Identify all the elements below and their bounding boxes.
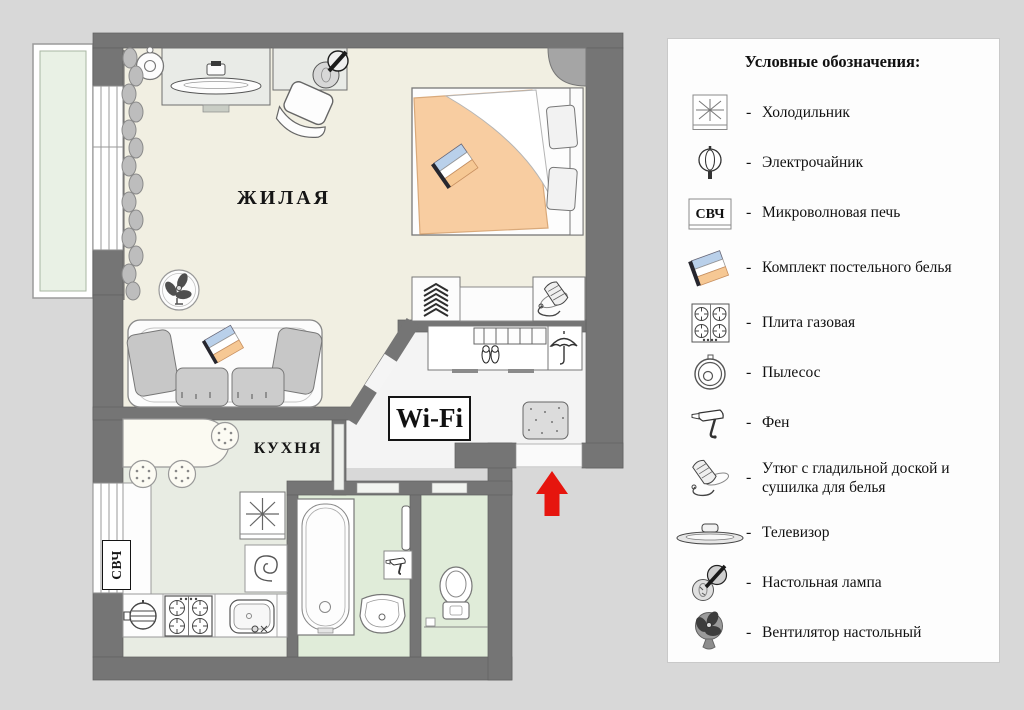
legend-item: - Плита газовая: [674, 298, 991, 348]
stool: [128, 421, 240, 489]
sofa: [126, 319, 323, 408]
hairdryer-icon: [383, 550, 413, 580]
fan-icon: [674, 610, 746, 656]
desk-chair: [275, 81, 334, 138]
tv-stand: [161, 47, 271, 113]
entrance-door: [515, 443, 583, 468]
legend-item: - Пылесос: [674, 348, 991, 398]
bed-pillow: [546, 104, 578, 212]
legend-item: - Вентилятор настольный: [674, 608, 991, 658]
legend-item: - Фен: [674, 398, 991, 448]
microwave-sign: СВЧ: [102, 540, 131, 590]
microwave-icon: СВЧ: [674, 192, 746, 234]
bed: [411, 87, 584, 236]
bedding-icon: [674, 246, 746, 290]
lamp-icon: [674, 562, 746, 604]
hangers-icon: [423, 282, 449, 317]
shoe-rack: [427, 325, 549, 373]
legend-panel: Условные обозначения: - Холодильник - Эл…: [667, 38, 1000, 663]
fridge-icon: [674, 92, 746, 134]
corner-column: [547, 47, 587, 87]
bathroom-sink: [359, 593, 406, 634]
kitchen-counter: [122, 593, 288, 638]
bedding-set-icon: [431, 143, 479, 189]
tv-icon: [170, 61, 262, 95]
slippers-icon: [481, 345, 500, 364]
refrigerator-icon: [239, 491, 286, 540]
iron-icon: [674, 456, 746, 500]
bedding-set-icon: [201, 324, 245, 365]
balcony: [32, 43, 94, 299]
gas-stove-icon: [164, 595, 213, 637]
umbrella-icon: [549, 331, 578, 365]
kitchen-label: КУХНЯ: [253, 440, 323, 457]
tv-icon: [674, 516, 746, 550]
kitchen-sink: [229, 599, 275, 634]
iron-icon: [537, 281, 569, 317]
spiral-decor: [244, 544, 288, 593]
mirror: [401, 505, 411, 551]
kettle-icon: [123, 600, 157, 630]
entrance-arrow: [536, 471, 568, 516]
toilet: [424, 566, 488, 628]
legend-item: - Электрочайник: [674, 138, 991, 188]
stove-icon: [674, 301, 746, 345]
vacuum-icon: [135, 46, 165, 81]
door-openings: [333, 353, 583, 494]
doormat: [522, 401, 569, 440]
kettle-icon: [674, 143, 746, 183]
kitchen-table: [122, 418, 240, 489]
hairdryer-icon: [674, 403, 746, 443]
desk: [272, 47, 349, 91]
legend-item: - Холодильник: [674, 88, 991, 138]
legend-item: СВЧ - Микроволновая печь: [674, 188, 991, 238]
wifi-sign: Wi-Fi: [388, 396, 471, 441]
legend-item: - Телевизор: [674, 508, 991, 558]
window-living: [92, 85, 124, 251]
legend-item: - Настольная лампа: [674, 558, 991, 608]
curtain: [121, 47, 144, 301]
legend-title: Условные обозначения:: [744, 52, 921, 71]
fan-icon: [158, 269, 200, 311]
living-room-label: ЖИЛАЯ: [237, 187, 332, 209]
bathtub: [296, 498, 355, 636]
legend-item: - Утюг с гладильной доской и сушилка для…: [674, 448, 991, 508]
legend-item: - Комплект постельного белья: [674, 238, 991, 298]
table-lamp-icon: [312, 50, 349, 89]
svg-text:СВЧ: СВЧ: [695, 207, 725, 222]
umbrella-stand: [547, 325, 583, 371]
wardrobe: [411, 276, 586, 322]
vacuum-icon: [674, 352, 746, 394]
